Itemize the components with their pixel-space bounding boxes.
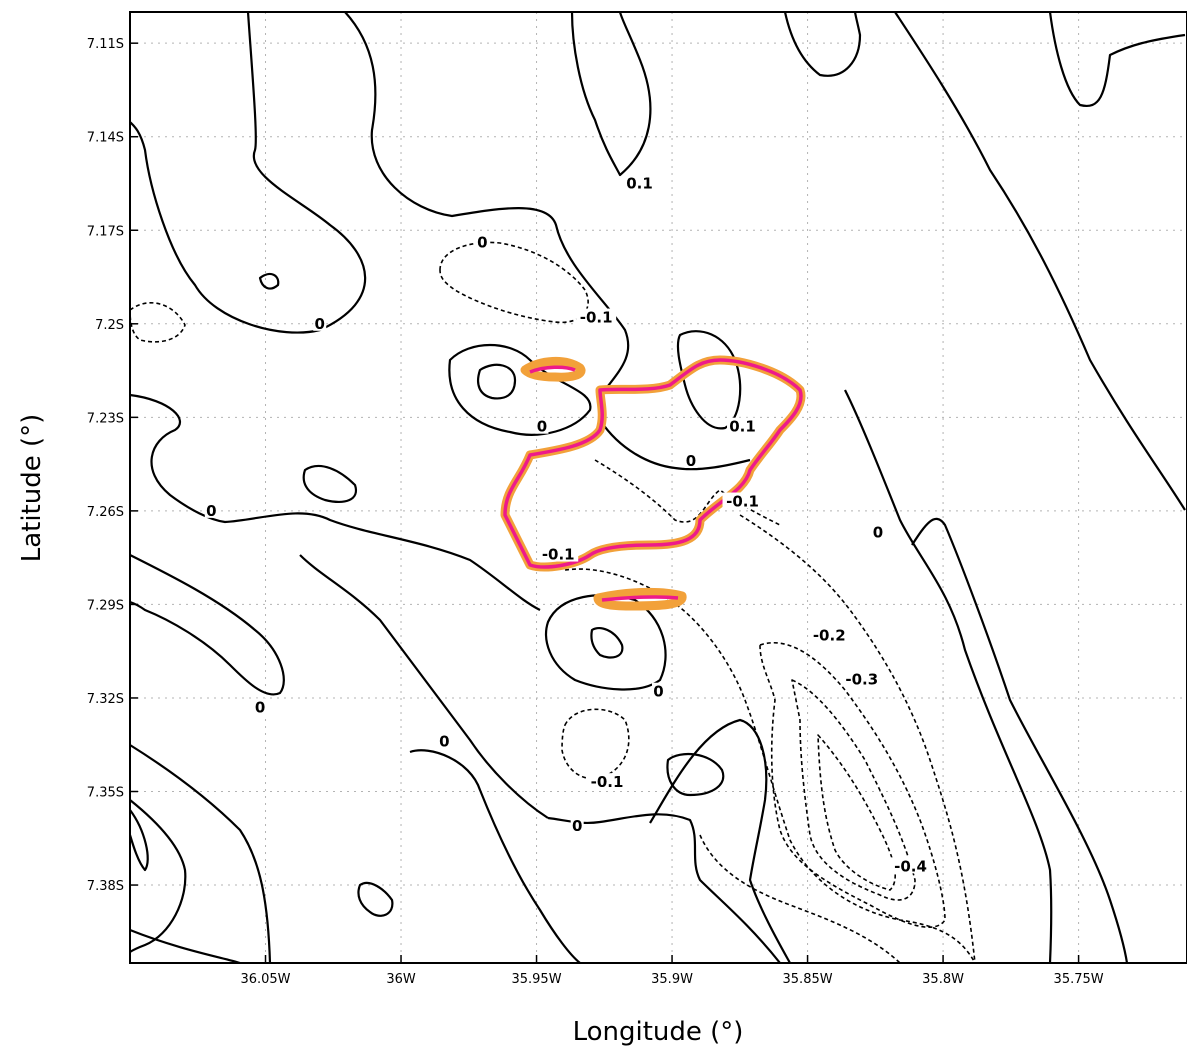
contour-line xyxy=(844,389,1053,964)
contour-label: -0.1 xyxy=(726,493,759,511)
contour-label-bg xyxy=(576,308,617,325)
highlight-contour xyxy=(500,355,806,611)
y-tick-label: 7.2S xyxy=(95,318,124,333)
contour-labels: 0.1 0 -0.1 0 0.1 0 0 -0.1 0 0 -0.1 -0.2 -0.3 0 0 0 -0.1 0… xyxy=(204,174,931,875)
contour-label: -0.4 xyxy=(894,857,927,875)
contour-label-bg xyxy=(437,732,451,749)
contour-label: 0 xyxy=(255,698,265,716)
contour-line xyxy=(547,813,781,964)
contour-line xyxy=(1048,11,1186,108)
contour-label-bg xyxy=(538,545,579,562)
contour-line xyxy=(299,554,549,819)
y-tick-label: 7.11S xyxy=(87,37,124,52)
x-tick-label: 35.9W xyxy=(651,972,693,987)
contour-lines xyxy=(128,11,1186,965)
contour-label: 0 xyxy=(653,683,663,701)
y-axis: 7.11S 7.14S 7.17S 7.2S 7.23S 7.26S 7.29S 7.32S 7… xyxy=(87,37,138,894)
contour-dashed xyxy=(739,514,976,964)
contour-line xyxy=(129,928,241,965)
contour-label-bg xyxy=(475,233,489,250)
contour-line xyxy=(409,749,581,964)
contour-label-bg xyxy=(535,417,549,434)
x-tick-label: 35.85W xyxy=(783,972,833,987)
contour-label-bg xyxy=(841,670,882,687)
contour-line xyxy=(783,11,862,77)
contour-line xyxy=(129,11,367,334)
y-tick-label: 7.38S xyxy=(87,879,124,894)
contour-label: -0.1 xyxy=(591,773,624,791)
contour-label-bg xyxy=(809,626,850,643)
contour-loop xyxy=(599,419,751,471)
contour-loop xyxy=(476,363,517,400)
contour-loop xyxy=(302,464,358,503)
contour-loop xyxy=(666,753,725,797)
contour-label-bg xyxy=(204,501,218,518)
contour-label-bg xyxy=(570,816,584,833)
contour-dashed xyxy=(699,834,901,964)
contour-loop xyxy=(357,881,394,917)
contour-dashed xyxy=(129,301,186,343)
contour-label: -0.2 xyxy=(813,627,846,645)
contour-dashed xyxy=(759,642,946,928)
plot-frame xyxy=(129,11,1187,964)
contour-label-bg xyxy=(684,451,698,468)
x-tick-label: 36.05W xyxy=(240,972,290,987)
contour-label: -0.1 xyxy=(542,546,575,564)
y-tick-label: 7.23S xyxy=(87,411,124,426)
contour-label: 0.1 xyxy=(626,174,653,192)
contour-label: 0 xyxy=(314,315,324,333)
contour-dashed xyxy=(817,734,896,891)
y-tick-label: 7.29S xyxy=(87,598,124,613)
x-tick-label: 35.8W xyxy=(922,972,964,987)
contour-loop xyxy=(448,343,592,436)
y-tick-label: 7.26S xyxy=(87,505,124,520)
x-axis: 36.05W 36W 35.95W 35.9W 35.85W 35.8W 35.75W xyxy=(240,955,1104,987)
contour-loop xyxy=(590,627,624,659)
contour-label: 0.1 xyxy=(729,418,756,436)
contour-label-bg xyxy=(313,314,327,331)
contour-label-bg xyxy=(253,698,267,715)
contour-label-bg xyxy=(890,857,931,874)
contour-line xyxy=(570,11,652,177)
contour-label-bg xyxy=(871,523,885,540)
contour-label: 0 xyxy=(572,817,582,835)
x-tick-label: 36W xyxy=(386,972,416,987)
contour-label-bg xyxy=(722,492,763,509)
contour-loop xyxy=(258,272,280,290)
y-tick-label: 7.32S xyxy=(87,692,124,707)
contour-label: 0 xyxy=(477,234,487,252)
contour-dashed xyxy=(561,708,630,780)
contour-label-bg xyxy=(652,682,665,699)
contour-label: -0.1 xyxy=(580,309,613,327)
contour-label: 0 xyxy=(686,452,696,470)
contour-line xyxy=(129,393,541,611)
contour-line xyxy=(129,744,272,964)
contour-dashed xyxy=(791,679,916,901)
y-axis-title: Latitude (°) xyxy=(17,414,47,563)
grid xyxy=(130,12,1187,963)
contour-label: 0 xyxy=(439,733,449,751)
contour-label-bg xyxy=(727,417,759,434)
y-tick-label: 7.35S xyxy=(87,786,124,801)
contour-line xyxy=(911,517,1129,964)
contour-label-bg xyxy=(624,174,656,191)
contour-label: -0.3 xyxy=(845,670,878,688)
x-tick-label: 35.95W xyxy=(511,972,561,987)
contour-line xyxy=(129,554,285,696)
y-tick-label: 7.17S xyxy=(87,224,124,239)
contour-line xyxy=(128,809,149,872)
contour-line xyxy=(129,799,187,953)
x-tick-label: 35.75W xyxy=(1054,972,1104,987)
contour-line xyxy=(894,11,1186,511)
contour-label-bg xyxy=(587,773,628,790)
x-axis-title: Longitude (°) xyxy=(573,1017,744,1047)
contour-label: 0 xyxy=(537,418,547,436)
contour-label: 0 xyxy=(206,502,216,520)
y-tick-label: 7.14S xyxy=(87,131,124,146)
contour-label: 0 xyxy=(873,524,883,542)
contour-line xyxy=(344,11,630,391)
